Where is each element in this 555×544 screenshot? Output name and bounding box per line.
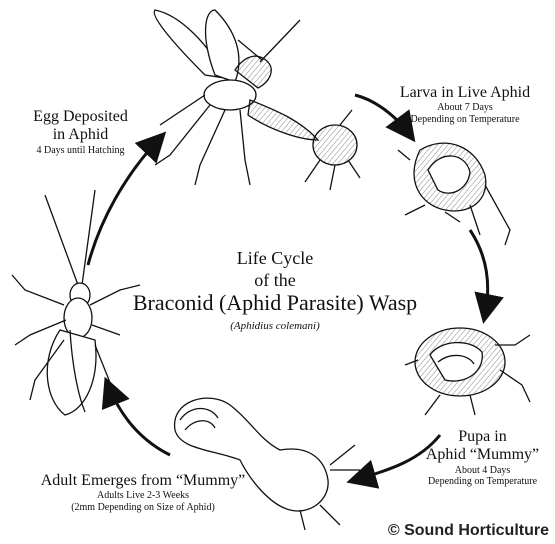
adult-detail-1: Adults Live 2-3 Weeks <box>18 490 268 502</box>
cycle-arrow-icon <box>470 230 488 315</box>
copyright-credit: © Sound Horticulture <box>388 522 549 540</box>
pupa-stage-label: Pupa in Aphid “Mummy” About 4 Days Depen… <box>415 428 550 488</box>
species-name: (Aphidius colemani) <box>200 320 350 333</box>
larva-in-aphid-icon <box>398 143 510 245</box>
adult-wasp-icon <box>12 190 140 415</box>
egg-title-1: Egg Deposited <box>18 108 143 126</box>
title-line-2: of the <box>200 270 350 291</box>
pupa-detail-2: Depending on Temperature <box>415 476 550 488</box>
egg-detail: 4 Days until Hatching <box>18 145 143 157</box>
egg-title-2: in Aphid <box>18 126 143 144</box>
title-line-3: Braconid (Aphid Parasite) Wasp <box>130 290 420 315</box>
adult-stage-label: Adult Emerges from “Mummy” Adults Live 2… <box>18 472 268 513</box>
title-line-1: Life Cycle <box>200 248 350 269</box>
pupa-title-1: Pupa in <box>415 428 550 446</box>
pupa-title-2: Aphid “Mummy” <box>415 446 550 464</box>
cycle-arrow-icon <box>108 385 170 455</box>
larva-title: Larva in Live Aphid <box>385 84 545 102</box>
larva-stage-label: Larva in Live Aphid About 7 Days Dependi… <box>385 84 545 125</box>
wasp-laying-egg-icon <box>154 10 360 190</box>
adult-detail-2: (2mm Depending on Size of Aphid) <box>18 502 268 514</box>
cycle-arrow-icon <box>88 138 160 265</box>
egg-stage-label: Egg Deposited in Aphid 4 Days until Hatc… <box>18 108 143 156</box>
larva-detail-2: Depending on Temperature <box>385 114 545 126</box>
mummy-pupa-icon <box>405 328 530 415</box>
adult-title: Adult Emerges from “Mummy” <box>18 472 268 490</box>
pupa-detail-1: About 4 Days <box>415 465 550 477</box>
larva-detail-1: About 7 Days <box>385 102 545 114</box>
